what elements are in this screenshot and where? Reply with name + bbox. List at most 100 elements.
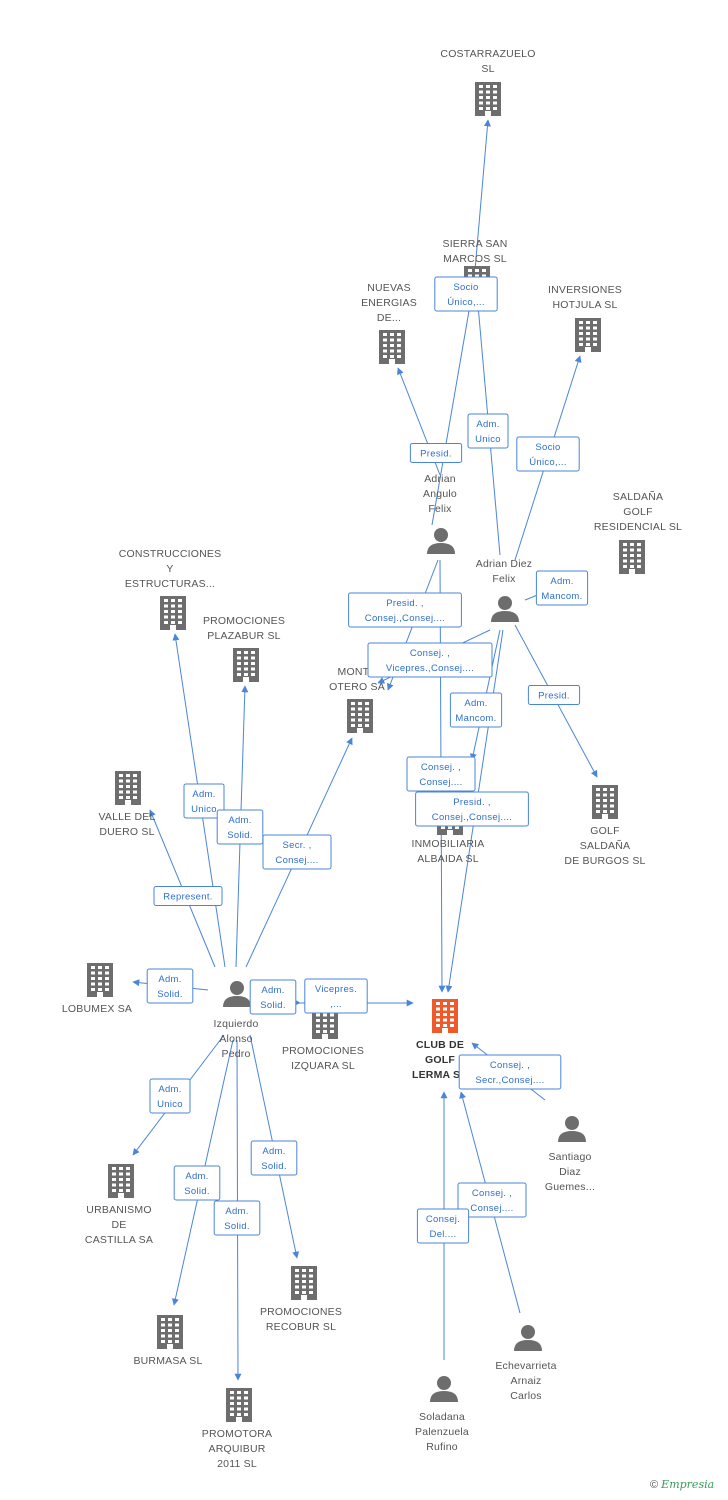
- edge-label-text: Socio: [535, 442, 560, 453]
- node-nuevas[interactable]: NUEVASENERGIASDE...: [361, 282, 417, 364]
- node-label-line: Adrian: [424, 473, 456, 485]
- edge-label-text: Unico: [475, 434, 501, 445]
- edge-label-e15[interactable]: Represent.: [153, 886, 223, 906]
- node-label-line: PLAZABUR SL: [207, 630, 280, 642]
- edge-label-text: Mancom.: [455, 713, 496, 724]
- edge-label-text: Secr.,Consej....: [475, 1075, 544, 1086]
- edge-label-text: Adm.: [185, 1171, 208, 1182]
- edge-label-text: Consej.: [426, 1214, 460, 1225]
- edge-label-e12[interactable]: Adm.Unico: [183, 783, 225, 819]
- edge-label-text: Único,...: [529, 457, 567, 468]
- edge-label-text: Consej. ,: [410, 648, 450, 659]
- node-label-line: Echevarrieta: [495, 1360, 556, 1372]
- node-label-line: Angulo: [423, 488, 457, 500]
- edge-label-e11[interactable]: Presid. ,Consej.,Consej....: [415, 791, 529, 827]
- edge-label-box: [409, 443, 463, 463]
- edge-label-box: [457, 1182, 527, 1218]
- building-icon: [87, 963, 113, 997]
- edge-label-e24[interactable]: Consej. ,Consej....: [457, 1182, 527, 1218]
- edge-label-e23[interactable]: Adm.Solid.: [213, 1200, 261, 1236]
- node-label-line: RESIDENCIAL SL: [594, 521, 682, 533]
- brand-logo[interactable]: Empresia: [661, 1478, 715, 1491]
- edge-label-text: Adm.: [158, 1084, 181, 1095]
- edge-label-e14[interactable]: Secr. ,Consej....: [262, 834, 332, 870]
- edge-label-text: Del....: [430, 1229, 457, 1240]
- edge-label-e22[interactable]: Adm.Solid.: [173, 1165, 221, 1201]
- edge-labels-layer: SocioÚnico,...Presid.Adm.UnicoSocioÚnico…: [146, 276, 589, 1244]
- node-label-line: PROMOCIONES: [282, 1045, 364, 1057]
- edge-label-text: Adm.: [464, 698, 487, 709]
- node-label-line: Palenzuela: [415, 1426, 469, 1438]
- edge-label-e19[interactable]: Consej. ,Secr.,Consej....: [458, 1054, 562, 1090]
- node-label-line: Soladana: [419, 1411, 465, 1423]
- node-label-line: RECOBUR SL: [266, 1321, 336, 1333]
- node-label-line: HOTJULA SL: [552, 299, 617, 311]
- edge-label-e10[interactable]: Consej. ,Consej....: [406, 756, 476, 792]
- edge-label-e2[interactable]: Presid.: [409, 443, 463, 463]
- edge-label-e3[interactable]: Adm. Unico: [467, 413, 509, 449]
- edge-label-text: Adm.: [476, 419, 499, 430]
- edge-label-e13[interactable]: Adm.Solid.: [216, 809, 264, 845]
- edge-label-e21[interactable]: Adm.Solid.: [250, 1140, 298, 1176]
- node-label-line: SL: [481, 63, 494, 75]
- edge-label-e4[interactable]: SocioÚnico,...: [516, 436, 580, 472]
- building-icon: [233, 648, 259, 682]
- edge-label-e7[interactable]: Consej. ,Vicepres.,Consej....: [367, 642, 493, 678]
- building-icon: [619, 540, 645, 574]
- edge-label-text: Mancom.: [541, 591, 582, 602]
- edge-label-text: Presid.: [538, 691, 570, 702]
- edge-label-box: [449, 692, 503, 728]
- edge-label-e6[interactable]: Presid. ,Consej.,Consej....: [348, 592, 462, 628]
- node-label-line: SIERRA SAN: [442, 238, 507, 250]
- person-icon: [491, 596, 519, 622]
- edge-label-e9[interactable]: Presid.: [527, 685, 581, 705]
- edge-label-e18[interactable]: Vicepres.,...: [304, 978, 368, 1014]
- node-label-line: MONTE: [338, 666, 377, 678]
- edge-label-box: [516, 436, 580, 472]
- edge-label-e25[interactable]: Consej. Del....: [416, 1208, 470, 1244]
- edge-label-text: Solid.: [260, 1000, 286, 1011]
- node-burmasa[interactable]: BURMASA SL: [133, 1315, 202, 1367]
- building-icon: [379, 330, 405, 364]
- node-construcciones[interactable]: CONSTRUCCIONESYESTRUCTURAS...: [119, 548, 222, 630]
- node-label-line: ARQUIBUR: [208, 1443, 265, 1455]
- node-santiago[interactable]: SantiagoDiazGuemes...: [545, 1116, 595, 1193]
- edge-label-text: Solid.: [224, 1221, 250, 1232]
- edge-label-e5[interactable]: Adm.Mancom.: [535, 570, 589, 606]
- edge-label-text: Adm.: [261, 985, 284, 996]
- person-icon: [514, 1325, 542, 1351]
- node-lobumex[interactable]: LOBUMEX SA: [62, 963, 132, 1015]
- node-label-line: LERMA SA: [412, 1069, 468, 1081]
- edge-label-e8[interactable]: Adm. Mancom.: [449, 692, 503, 728]
- edge-label-e17[interactable]: Adm. Solid.: [249, 979, 297, 1015]
- node-label-line: DE: [112, 1219, 127, 1231]
- node-label-line: Izquierdo: [214, 1018, 259, 1030]
- node-label-line: GOLF: [590, 825, 619, 837]
- node-label-line: Pedro: [221, 1048, 250, 1060]
- person-icon: [558, 1116, 586, 1142]
- node-label-line: PROMOTORA: [202, 1428, 272, 1440]
- node-label-line: Felix: [492, 573, 516, 585]
- node-label-line: ESTRUCTURAS...: [125, 578, 215, 590]
- edge-label-e1[interactable]: SocioÚnico,...: [434, 276, 498, 312]
- edge-label-e16[interactable]: Adm.Solid.: [146, 968, 194, 1004]
- edge-label-e20[interactable]: Adm.Unico: [149, 1078, 191, 1114]
- edge-label-box: [304, 978, 368, 1014]
